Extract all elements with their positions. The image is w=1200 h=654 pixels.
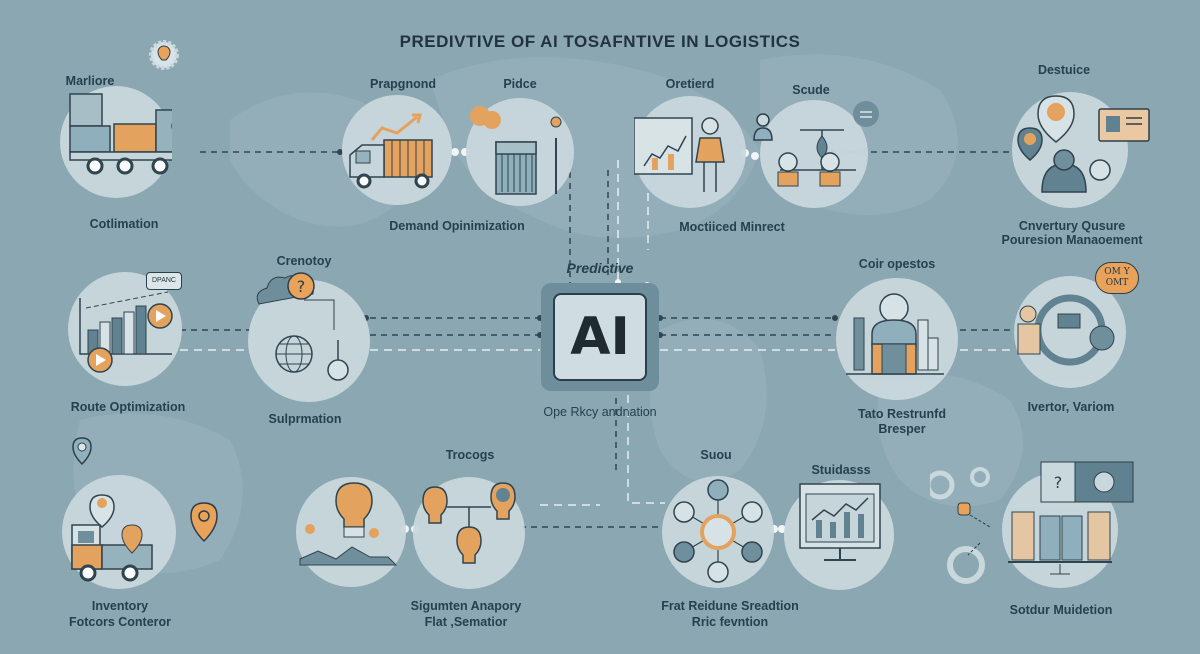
node-label-bottom: Ivertor, Variom bbox=[1027, 400, 1115, 414]
svg-text:?: ? bbox=[297, 277, 306, 296]
speech-bubble-line1: OM Y bbox=[1104, 267, 1130, 277]
node-delivery-truck[interactable] bbox=[342, 95, 452, 205]
node-label-top: Crenotoy bbox=[276, 254, 332, 268]
node-analyst[interactable] bbox=[634, 96, 746, 208]
node-label-top: Scude bbox=[792, 83, 830, 97]
ai-core-box[interactable]: AI bbox=[541, 283, 659, 391]
globe-question-icon bbox=[275, 299, 349, 381]
node-label-top: Suou bbox=[700, 448, 732, 462]
idea-gear-icon bbox=[149, 40, 179, 70]
node-label-top: Pidce bbox=[503, 77, 537, 91]
center-bottom-label: Ope Rkcy andnation bbox=[543, 405, 657, 419]
dashboard-screen-icon bbox=[1008, 511, 1112, 575]
node-label-bottom-line2: Pouresion Manaoement bbox=[1001, 233, 1143, 247]
node-label-top: Trocogs bbox=[445, 448, 495, 462]
node-route-optimization[interactable] bbox=[68, 272, 182, 386]
location-people-icon bbox=[1017, 95, 1111, 193]
monitor-chart-icon bbox=[799, 483, 881, 561]
worker-inventory-icon bbox=[1017, 294, 1115, 366]
node-worker-inventory[interactable] bbox=[1014, 276, 1126, 388]
node-label-top: Oretierd bbox=[665, 77, 715, 91]
id-card-icon bbox=[1098, 108, 1150, 142]
center-top-label: Predictive bbox=[566, 260, 634, 276]
manager-desk-icon bbox=[846, 293, 944, 375]
node-warehouse[interactable] bbox=[466, 98, 574, 206]
page-title: PREDIVTIVE OF AI TOSAFNTIVE IN LOGISTICS bbox=[399, 32, 801, 51]
node-label-bottom: Route Optimization bbox=[70, 400, 186, 414]
group-label-line1: Frat Reidune Sreadtion bbox=[661, 599, 799, 613]
location-pin-icon bbox=[72, 437, 92, 465]
node-globe[interactable] bbox=[248, 280, 370, 402]
node-truck-with-boxes[interactable] bbox=[60, 86, 172, 198]
bar-chart-play-icon bbox=[79, 291, 173, 373]
delivery-truck-growth-icon bbox=[349, 113, 433, 189]
node-label-bottom-line1: Cnvertury Qusure bbox=[1018, 219, 1126, 233]
group-label-line1: Sigumten Anapory bbox=[410, 599, 522, 613]
node-label-top: Destuice bbox=[1037, 63, 1091, 77]
speech-bubble: OM Y OMT bbox=[1095, 262, 1139, 294]
node-truck-location[interactable] bbox=[62, 475, 176, 589]
node-label-bottom: Sulprmation bbox=[268, 412, 342, 426]
speech-bubble-line2: OMT bbox=[1105, 278, 1129, 288]
node-bulb-network[interactable] bbox=[413, 477, 525, 589]
node-label-bottom-line1: Tato Restrunfd bbox=[858, 407, 946, 421]
node-label-top: Stuidasss bbox=[811, 463, 871, 477]
chart-bubble: DPANC bbox=[146, 272, 182, 290]
group-label: Moctiiced Minrect bbox=[679, 220, 785, 234]
node-label-bottom: Sotdur Muidetion bbox=[1009, 603, 1113, 617]
node-monitor-chart[interactable] bbox=[784, 480, 894, 590]
node-location-people[interactable] bbox=[1012, 92, 1128, 208]
chat-bubble-icon bbox=[853, 101, 879, 127]
svg-text:?: ? bbox=[1054, 473, 1063, 492]
group-label-line2: Flat ,Sematior bbox=[424, 615, 508, 629]
node-team[interactable] bbox=[760, 100, 868, 208]
node-label-bottom-line2: Bresper bbox=[878, 422, 926, 436]
analyst-chart-icon bbox=[634, 117, 725, 192]
node-label-top: Coir opestos bbox=[858, 257, 936, 271]
group-label: Demand Opinimization bbox=[389, 219, 525, 233]
gear-network-icon bbox=[930, 467, 991, 584]
node-idea-bulb[interactable] bbox=[296, 477, 406, 587]
truck-with-boxes-icon bbox=[69, 93, 172, 175]
group-label-line2: Rric fevntion bbox=[691, 615, 769, 629]
node-label-bottom-line1: Inventory bbox=[91, 599, 149, 613]
bulb-network-icon bbox=[422, 482, 516, 564]
lightbulb-ideas-icon bbox=[299, 482, 398, 566]
node-label-top: Prapgnond bbox=[370, 77, 436, 91]
person-icon bbox=[753, 113, 773, 141]
node-manager[interactable] bbox=[836, 278, 958, 400]
help-clock-panel-icon: ? bbox=[1040, 461, 1134, 503]
cloud-question-icon: ? bbox=[256, 272, 315, 305]
team-network-icon bbox=[777, 129, 856, 187]
node-label-bottom: Cotlimation bbox=[89, 217, 159, 231]
node-label-top: Marliore bbox=[65, 74, 115, 88]
location-pin-orange-icon bbox=[190, 502, 218, 542]
truck-location-icon bbox=[71, 494, 153, 582]
ai-core-text: AI bbox=[553, 293, 647, 381]
people-network-icon bbox=[673, 479, 763, 583]
node-people-network[interactable] bbox=[662, 476, 774, 588]
node-label-bottom-line2: Fotcors Conteror bbox=[68, 615, 172, 629]
warehouse-cloud-icon bbox=[470, 106, 562, 195]
